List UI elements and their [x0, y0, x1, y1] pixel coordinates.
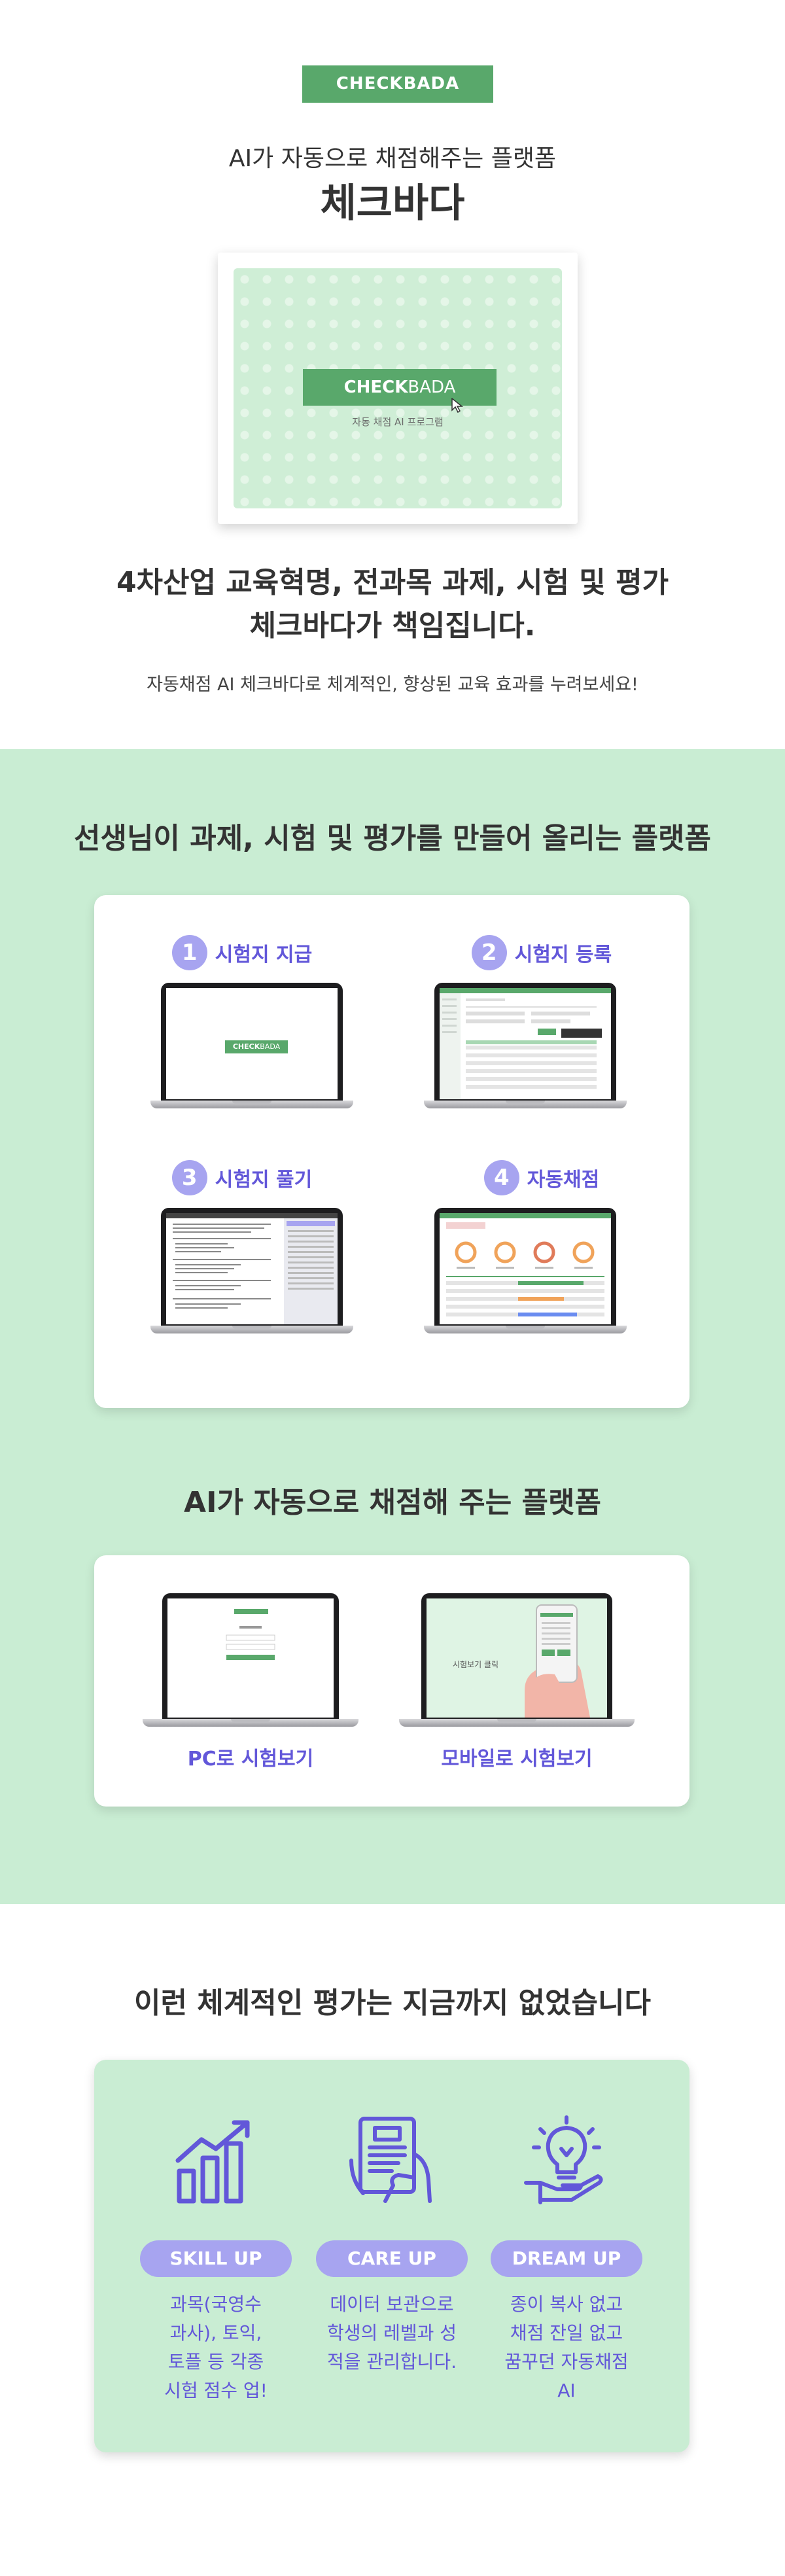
mini-logo: CHECKBADA [225, 1040, 288, 1053]
step-label: 시험지 지급 [215, 944, 313, 966]
hero-description: 자동채점 AI 체크바다로 체계적인, 향상된 교육 효과를 누려보세요! [147, 675, 638, 695]
hero-subtitle: AI가 자동으로 채점해주는 플랫폼 [228, 145, 557, 172]
mobile-laptop-mockup: 시험보기 클릭 [399, 1593, 635, 1731]
laptop-screen [440, 1213, 611, 1324]
feature-description: 종이 복사 없고 채점 잔일 없고 꿈꾸던 자동채점 AI [504, 2293, 629, 2401]
laptop-mockup [150, 1208, 353, 1339]
pc-exam-label[interactable]: PC로 시험보기 [187, 1748, 314, 1771]
hero-preview-screen: CHECKBADA 자동 채점 AI 프로그램 [234, 268, 562, 508]
care-up-badge: CARE UP [316, 2240, 468, 2277]
features-section: 이런 체계적인 평가는 지금까지 없었습니다 SKILL UP 과목(국영수 과… [0, 1904, 785, 2576]
hero-section: CHECKBADA AI가 자동으로 채점해주는 플랫폼 체크바다 CHECKB… [0, 0, 785, 749]
hero-title: 체크바다 [320, 181, 465, 226]
step-label: 자동채점 [527, 1169, 600, 1191]
step-1: 1 시험지 지급 CHECKBADA [124, 934, 360, 1124]
laptop-screen: CHECKBADA [166, 988, 338, 1099]
step-2: 2 시험지 등록 [424, 934, 659, 1124]
step-4: 4 자동채점 [424, 1159, 659, 1349]
laptop-mockup [424, 983, 627, 1114]
process-section: 선생님이 과제, 시험 및 평가를 만들어 올리는 플랫폼 1 시험지 지급 C… [0, 749, 785, 1904]
mobile-screen: 시험보기 클릭 [427, 1598, 607, 1718]
dream-up-badge: DREAM UP [491, 2240, 642, 2277]
process-panel: 1 시험지 지급 CHECKBADA 2 시험 [94, 895, 689, 1408]
cursor-icon [451, 398, 464, 414]
feature-description: 과목(국영수 과사), 토익, 토플 등 각종 시험 점수 업! [164, 2293, 268, 2401]
laptop-mockup [424, 1208, 627, 1339]
laptop-screen [166, 1213, 338, 1324]
step-number: 3 [171, 1160, 207, 1195]
pc-login-screen [167, 1598, 334, 1718]
mobile-exam-label[interactable]: 모바일로 시험보기 [441, 1748, 593, 1771]
laptop-screen [440, 988, 611, 1099]
process-title: 선생님이 과제, 시험 및 평가를 만들어 올리는 플랫폼 [73, 822, 712, 855]
hero-preview-caption: 자동 채점 AI 프로그램 [352, 416, 444, 428]
hero-headline: 4차산업 교육혁명, 전과목 과제, 시험 및 평가 체크바다가 책임집니다. [116, 566, 669, 643]
start-button[interactable]: CHECKBADA [303, 369, 497, 406]
brand-logo[interactable]: CHECKBADA [302, 65, 493, 103]
laptop-mockup: CHECKBADA [150, 983, 353, 1114]
platform-title: AI가 자동으로 채점해 주는 플랫폼 [184, 1486, 601, 1519]
features-panel: SKILL UP 과목(국영수 과사), 토익, 토플 등 각종 시험 점수 업… [94, 2060, 689, 2452]
step-3: 3 시험지 풀기 [124, 1159, 360, 1349]
feature-description: 데이터 보관으로 학생의 레벨과 성 적을 관리합니다. [326, 2293, 457, 2373]
bar-chart-growth-icon [175, 2120, 250, 2204]
step-number: 1 [171, 935, 207, 970]
step-number: 4 [483, 1160, 519, 1195]
features-title: 이런 체계적인 평가는 지금까지 없었습니다 [134, 1986, 651, 2020]
hero-preview-card: CHECKBADA 자동 채점 AI 프로그램 [218, 253, 578, 524]
tablet-hand-icon [349, 2117, 432, 2203]
platform-panel: PC로 시험보기 시험보기 클릭 [94, 1555, 689, 1807]
pc-laptop-mockup [143, 1593, 358, 1731]
lightbulb-hand-icon [524, 2115, 603, 2204]
step-label: 시험지 풀기 [215, 1169, 313, 1191]
step-number: 2 [471, 935, 507, 970]
step-label: 시험지 등록 [514, 944, 612, 966]
skill-up-badge: SKILL UP [140, 2240, 292, 2277]
